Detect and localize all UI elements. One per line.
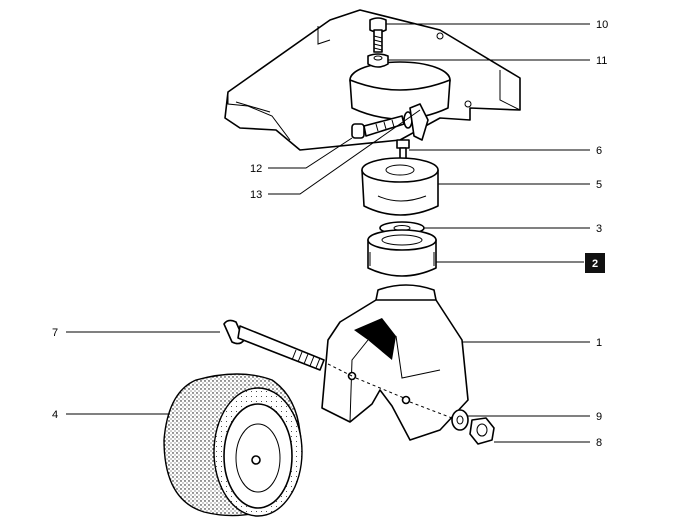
hex-bolt-10	[369, 17, 387, 53]
callout-1: 1	[596, 337, 602, 349]
bearing-housing-5	[361, 157, 439, 216]
leader-lines	[66, 23, 590, 443]
washer-13	[403, 103, 429, 141]
hex-nut-11	[367, 53, 389, 68]
lock-nut-8	[469, 417, 495, 445]
washer-9	[451, 409, 469, 431]
wheel-4	[163, 373, 303, 517]
callout-5: 5	[596, 179, 602, 191]
callout-3: 3	[596, 223, 602, 235]
callout-8: 8	[596, 437, 602, 449]
ball-bearing-2	[367, 229, 437, 277]
callout-10: 10	[596, 19, 608, 31]
callout-7: 7	[52, 327, 58, 339]
callout-11: 11	[596, 55, 607, 67]
caster-fork-1	[321, 284, 469, 441]
callout-12: 12	[250, 163, 262, 175]
callout-13: 13	[250, 189, 262, 201]
mounting-plate	[224, 9, 521, 151]
callout-9: 9	[596, 411, 602, 423]
callout-6: 6	[596, 145, 602, 157]
callout-2: 2	[592, 258, 598, 270]
callout-4: 4	[52, 409, 58, 421]
axle-bolt-7	[223, 319, 325, 371]
callout-2-box	[585, 253, 605, 273]
